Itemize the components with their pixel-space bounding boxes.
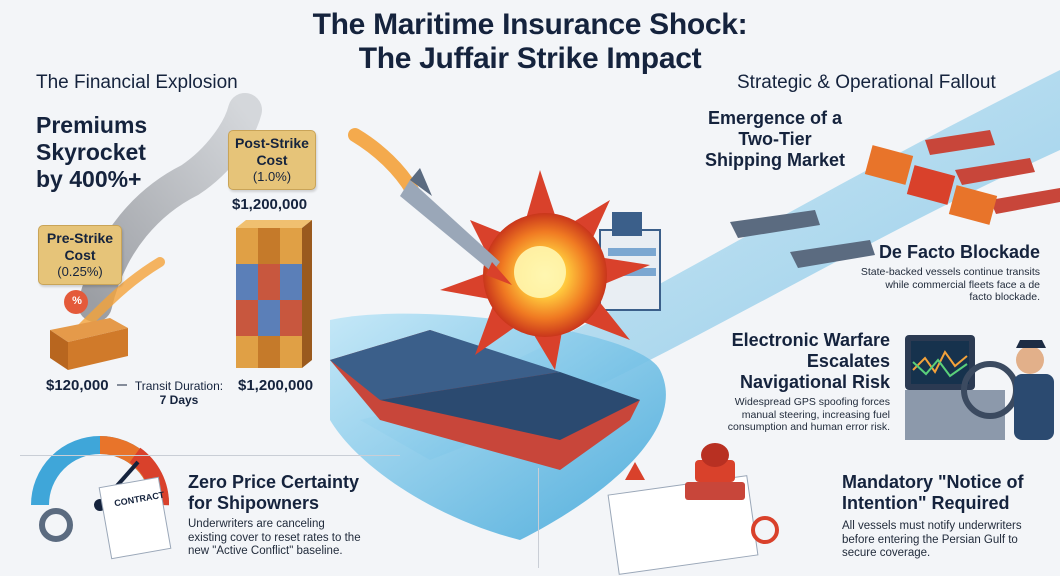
post-strike-cost-top: $1,200,000 — [232, 196, 308, 213]
transit-value: 7 Days — [159, 393, 199, 407]
notice-desc-line-1: All vessels must notify underwriters — [842, 520, 1022, 532]
headline-line-3: by 400%+ — [36, 166, 142, 192]
transit-label: Transit Duration: — [134, 379, 224, 393]
bottom-left-divider — [20, 455, 400, 456]
post-strike-rate: (1.0%) — [252, 169, 292, 184]
strategic-fallout-heading: Strategic & Operational Fallout — [737, 72, 996, 93]
notice-of-intention-title: Mandatory "Notice of Intention" Required — [842, 472, 1052, 514]
blockade-barriers — [864, 145, 998, 225]
percent-symbol: % — [72, 295, 82, 307]
page-title: The Maritime Insurance Shock: The Juffai… — [0, 8, 1060, 76]
tanker-ship — [330, 212, 661, 470]
zero-price-desc-line-3: new "Active Conflict" baseline. — [188, 545, 343, 557]
title-line-1: The Maritime Insurance Shock: — [312, 8, 748, 41]
pre-strike-label2: Cost — [64, 247, 96, 263]
blockade-title: De Facto Blockade — [878, 242, 1040, 262]
price-gauge — [31, 436, 172, 560]
post-strike-cost-bottom: $1,200,000 — [238, 377, 314, 394]
blockade-description: State-backed vessels continue transits w… — [850, 266, 1040, 304]
post-strike-cost-label: Post-Strike Cost (1.0%) — [228, 130, 316, 190]
zero-price-desc-line-2: existing cover to reset rates to the — [188, 531, 361, 544]
electronic-warfare-title: Electronic Warfare Escalates Navigationa… — [700, 330, 890, 393]
pre-strike-container — [50, 318, 128, 370]
notice-desc-line-3: secure coverage. — [842, 547, 931, 559]
two-tier-market-title: Emergence of a Two-Tier Shipping Market — [700, 108, 850, 171]
pre-strike-cost-value: $120,000 — [46, 377, 109, 394]
ew-desc-line-3: consumption and human error risk. — [727, 421, 890, 433]
post-strike-container-stack — [236, 220, 312, 368]
post-strike-label: Post-Strike — [235, 135, 309, 151]
bottom-center-divider — [538, 468, 539, 568]
notice-line-1: Mandatory "Notice of — [842, 472, 1024, 492]
blockade-desc-line-2: while commercial fleets face a de — [885, 278, 1040, 291]
explosion-burst — [440, 170, 650, 370]
pre-strike-label: Pre-Strike — [46, 230, 114, 246]
transit-duration: Transit Duration: 7 Days — [130, 379, 228, 407]
zero-price-desc-line-1: Underwriters are canceling — [188, 518, 325, 530]
two-tier-line-3: Shipping Market — [704, 150, 845, 170]
financial-explosion-heading: The Financial Explosion — [36, 72, 238, 93]
ew-line-2: Escalates — [806, 351, 890, 371]
premiums-headline: Premiums Skyrocket by 400%+ — [36, 112, 147, 193]
notice-of-intention-description: All vessels must notify underwriters bef… — [842, 520, 1052, 561]
flame-trail — [75, 257, 165, 335]
pre-strike-cost-label: Pre-Strike Cost (0.25%) — [38, 225, 122, 285]
percent-coin — [64, 290, 88, 314]
notice-desc-line-2: before entering the Persian Gulf to — [842, 533, 1018, 546]
two-tier-ships — [730, 130, 1060, 268]
ew-desc-line-1: Widespread GPS spoofing forces — [734, 396, 890, 408]
zero-price-line-2: for Shipowners — [188, 493, 320, 513]
missile — [348, 128, 512, 285]
two-tier-line-1: Emergence of a — [707, 108, 843, 128]
electronic-warfare-description: Widespread GPS spoofing forces manual st… — [700, 396, 890, 434]
pre-strike-rate: (0.25%) — [57, 264, 103, 279]
post-strike-label2: Cost — [256, 152, 288, 168]
zero-price-description: Underwriters are canceling existing cove… — [188, 518, 398, 559]
zero-price-line-1: Zero Price Certainty — [188, 472, 360, 492]
two-tier-line-2: Two-Tier — [738, 129, 812, 149]
zero-price-certainty-title: Zero Price Certainty for Shipowners — [188, 472, 359, 514]
notice-line-2: Intention" Required — [842, 493, 1010, 513]
ew-line-1: Electronic Warfare — [731, 330, 890, 350]
notice-stamp — [607, 443, 779, 575]
headline-line-2: Skyrocket — [36, 139, 146, 165]
ew-desc-line-2: manual steering, increasing fuel — [741, 408, 890, 421]
blockade-desc-line-3: facto blockade. — [969, 291, 1040, 303]
headline-line-1: Premiums — [36, 112, 148, 138]
electronic-warfare-console — [905, 335, 1054, 440]
ew-line-3: Navigational Risk — [739, 372, 890, 392]
blockade-desc-line-1: State-backed vessels continue transits — [860, 266, 1040, 278]
title-line-2: The Juffair Strike Impact — [358, 42, 702, 75]
